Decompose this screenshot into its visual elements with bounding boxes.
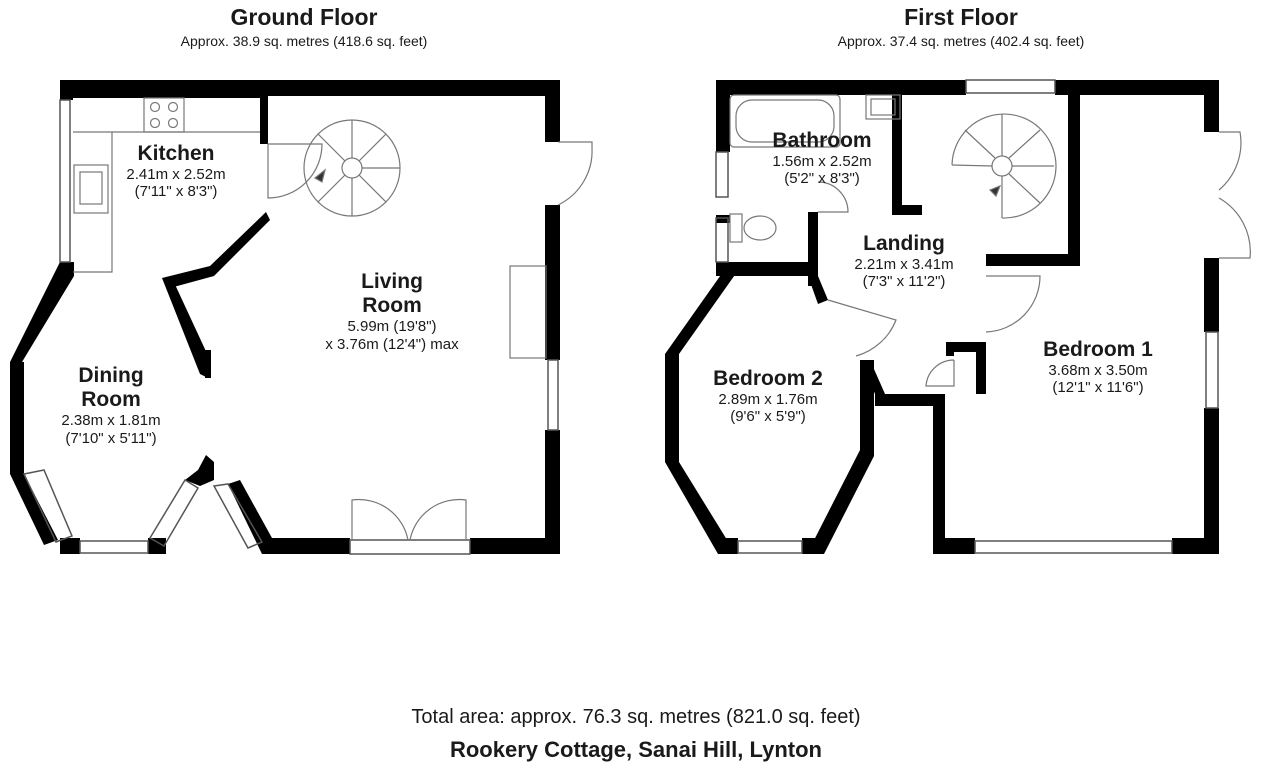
room-name: Living [361, 270, 423, 293]
room-name: Landing [863, 232, 945, 255]
ground-floor-windows [22, 99, 559, 555]
room-dimensions-imperial: (7'11" x 8'3") [134, 183, 218, 201]
property-address: Rookery Cottage, Sanai Hill, Lynton [449, 737, 822, 762]
first-floor-windows [715, 79, 1219, 554]
kitchen-fixtures [73, 97, 547, 359]
first-floor-doors [827, 131, 1251, 387]
first-floor-title: First Floor [904, 4, 1018, 30]
room-label-landing: Landing 2.21m x 3.41m (7'3" x 11'2") [854, 232, 953, 291]
room-label-bedroom-1: Bedroom 1 3.68m x 3.50m (12'1" x 11'6") [1043, 338, 1153, 397]
room-name: Bedroom 2 [713, 367, 823, 390]
first-spiral-staircase [951, 113, 1057, 219]
room-dimensions-imperial: (9'6" x 5'9") [730, 408, 806, 426]
bathroom-fixtures [729, 94, 901, 243]
room-label-bathroom: Bathroom 1.56m x 2.52m (5'2" x 8'3") [772, 129, 871, 188]
room-dimensions-metric: 2.21m x 3.41m [854, 256, 954, 274]
total-area: Total area: approx. 76.3 sq. metres (821… [411, 706, 861, 728]
first-floor-walls [665, 80, 1219, 554]
room-label-dining-room: Dining Room 2.38m x 1.81m (7'10" x 5'11"… [61, 364, 160, 447]
ground-floor-plan [10, 80, 593, 555]
ground-spiral-staircase [303, 119, 401, 217]
room-name: Bedroom 1 [1043, 338, 1153, 361]
first-floor-area: Approx. 37.4 sq. metres (402.4 sq. feet) [837, 33, 1085, 49]
room-dimensions-metric: 2.41m x 2.52m [126, 166, 226, 184]
room-name: Kitchen [137, 142, 215, 165]
ground-floor-area: Approx. 38.9 sq. metres (418.6 sq. feet) [180, 33, 428, 49]
room-dimensions-metric: 5.99m (19'8") [347, 318, 437, 336]
room-dimensions-metric: 3.68m x 3.50m [1048, 362, 1148, 380]
ground-floor-title: Ground Floor [230, 4, 378, 30]
room-name: Dining [78, 364, 144, 387]
room-label-kitchen: Kitchen 2.41m x 2.52m (7'11" x 8'3") [126, 142, 225, 201]
room-dimensions-imperial: (7'3" x 11'2") [862, 273, 946, 291]
room-dimensions-metric: 1.56m x 2.52m [772, 153, 872, 171]
room-dimensions-imperial: (7'10" x 5'11") [65, 429, 157, 447]
room-dimensions-imperial: (12'1" x 11'6") [1052, 379, 1144, 397]
room-label-living-room: Living Room 5.99m (19'8") x 3.76m (12'4"… [325, 270, 458, 353]
room-name-line2: Room [362, 294, 422, 318]
room-dimensions-metric: 2.89m x 1.76m [718, 391, 818, 409]
room-name: Bathroom [772, 129, 872, 152]
room-name-line2: Room [81, 388, 141, 412]
room-dimensions-metric: 2.38m x 1.81m [61, 412, 161, 430]
room-dimensions-imperial: (5'2" x 8'3") [784, 170, 860, 188]
room-label-bedroom-2: Bedroom 2 2.89m x 1.76m (9'6" x 5'9") [713, 367, 823, 426]
ground-floor-walls [10, 80, 560, 554]
first-floor-plan [665, 79, 1251, 554]
room-dimensions-imperial: x 3.76m (12'4") max [325, 335, 459, 353]
